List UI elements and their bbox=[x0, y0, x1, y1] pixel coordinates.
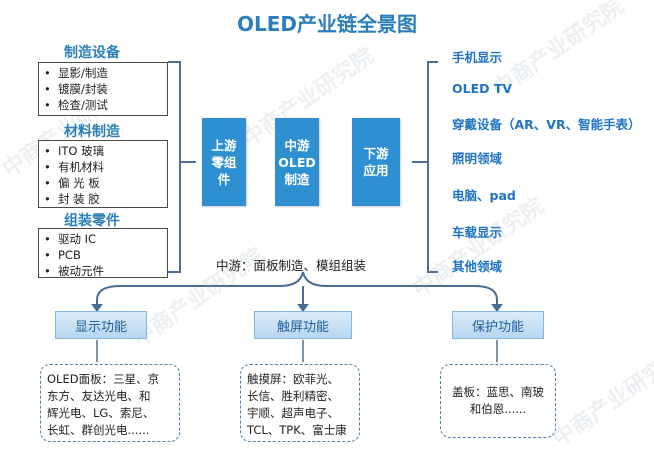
stage-midstream: 中游 OLED 制造 bbox=[275, 118, 319, 206]
app-item: 穿戴设备（AR、VR、智能手表） bbox=[452, 117, 641, 132]
app-item: OLED TV bbox=[452, 81, 513, 96]
section-label-assembly: 组装零件 bbox=[64, 213, 120, 229]
section-list-materials: •ITO 玻璃 •有机材料 •偏 光 板 •封 装 胶 bbox=[38, 140, 168, 208]
list-item: •镀膜/封装 bbox=[44, 82, 108, 96]
diagram-title: OLED产业链全景图 bbox=[236, 12, 417, 36]
app-item: 其他领域 bbox=[452, 259, 503, 274]
section-label-materials: 材料制造 bbox=[64, 124, 120, 140]
list-item: •被动元件 bbox=[44, 264, 104, 278]
detail-touch: 触摸屏：欧菲光、 长信、胜利精密、 宇顺、超声电子、 TCL、TPK、富士康 bbox=[240, 364, 360, 442]
app-item: 手机显示 bbox=[452, 50, 503, 65]
stage-upstream: 上游 零组 件 bbox=[202, 118, 246, 206]
list-item: •PCB bbox=[44, 248, 81, 262]
list-item: •ITO 玻璃 bbox=[44, 144, 105, 158]
detail-protect: 盖板：蓝思、南玻 和伯恩...... bbox=[440, 364, 556, 438]
detail-display: OLED面板：三星、京 东方、友达光电、和 辉光电、LG、索尼、 长虹、群创光电… bbox=[40, 364, 180, 442]
arrow-protect bbox=[491, 304, 503, 312]
list-item: •显影/制造 bbox=[44, 66, 108, 80]
list-item: •偏 光 板 bbox=[44, 176, 100, 190]
list-item: •封 装 胶 bbox=[44, 192, 100, 206]
midstream-label: 中游：面板制造、模组组装 bbox=[216, 258, 367, 273]
app-item: 车载显示 bbox=[452, 225, 503, 240]
upstream-bracket bbox=[168, 61, 181, 273]
function-protect: 保护功能 bbox=[452, 311, 544, 339]
arrow-display bbox=[91, 304, 103, 312]
section-list-equipment: •显影/制造 •镀膜/封装 •检查/测试 bbox=[38, 62, 168, 116]
arrow-touch bbox=[297, 304, 309, 312]
list-item: •驱动 IC bbox=[44, 232, 97, 246]
list-item: •有机材料 bbox=[44, 160, 104, 174]
app-item: 电脑、pad bbox=[452, 188, 516, 203]
section-list-assembly: •驱动 IC •PCB •被动元件 bbox=[38, 228, 168, 278]
stage-downstream: 下游 应用 bbox=[352, 118, 400, 206]
function-brace bbox=[96, 271, 498, 301]
section-label-equipment: 制造设备 bbox=[64, 45, 120, 61]
app-item: 照明领域 bbox=[452, 151, 503, 166]
application-bracket bbox=[427, 61, 438, 273]
function-touch: 触屏功能 bbox=[254, 311, 352, 339]
list-item: •检查/测试 bbox=[44, 98, 108, 112]
function-display: 显示功能 bbox=[55, 311, 147, 339]
